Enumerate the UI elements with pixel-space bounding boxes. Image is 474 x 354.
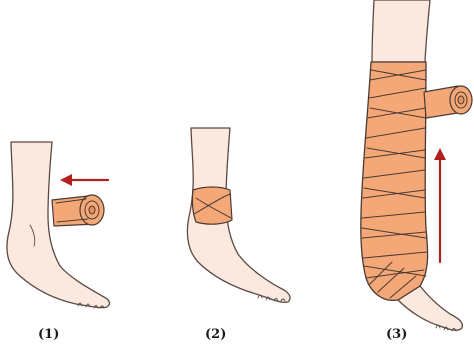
- step-3-bandage-roll: [424, 86, 472, 118]
- step-1-label: (1): [38, 327, 59, 342]
- step-1-arrow: [60, 174, 108, 186]
- step-1-bandage-roll: [52, 195, 104, 226]
- step-3-label: (3): [386, 327, 407, 342]
- step-2-ankle-wrap: [192, 187, 232, 224]
- step-2-label: (2): [205, 327, 226, 342]
- step-3-leg-wrap: [361, 62, 428, 300]
- step-3-arrow: [434, 148, 446, 262]
